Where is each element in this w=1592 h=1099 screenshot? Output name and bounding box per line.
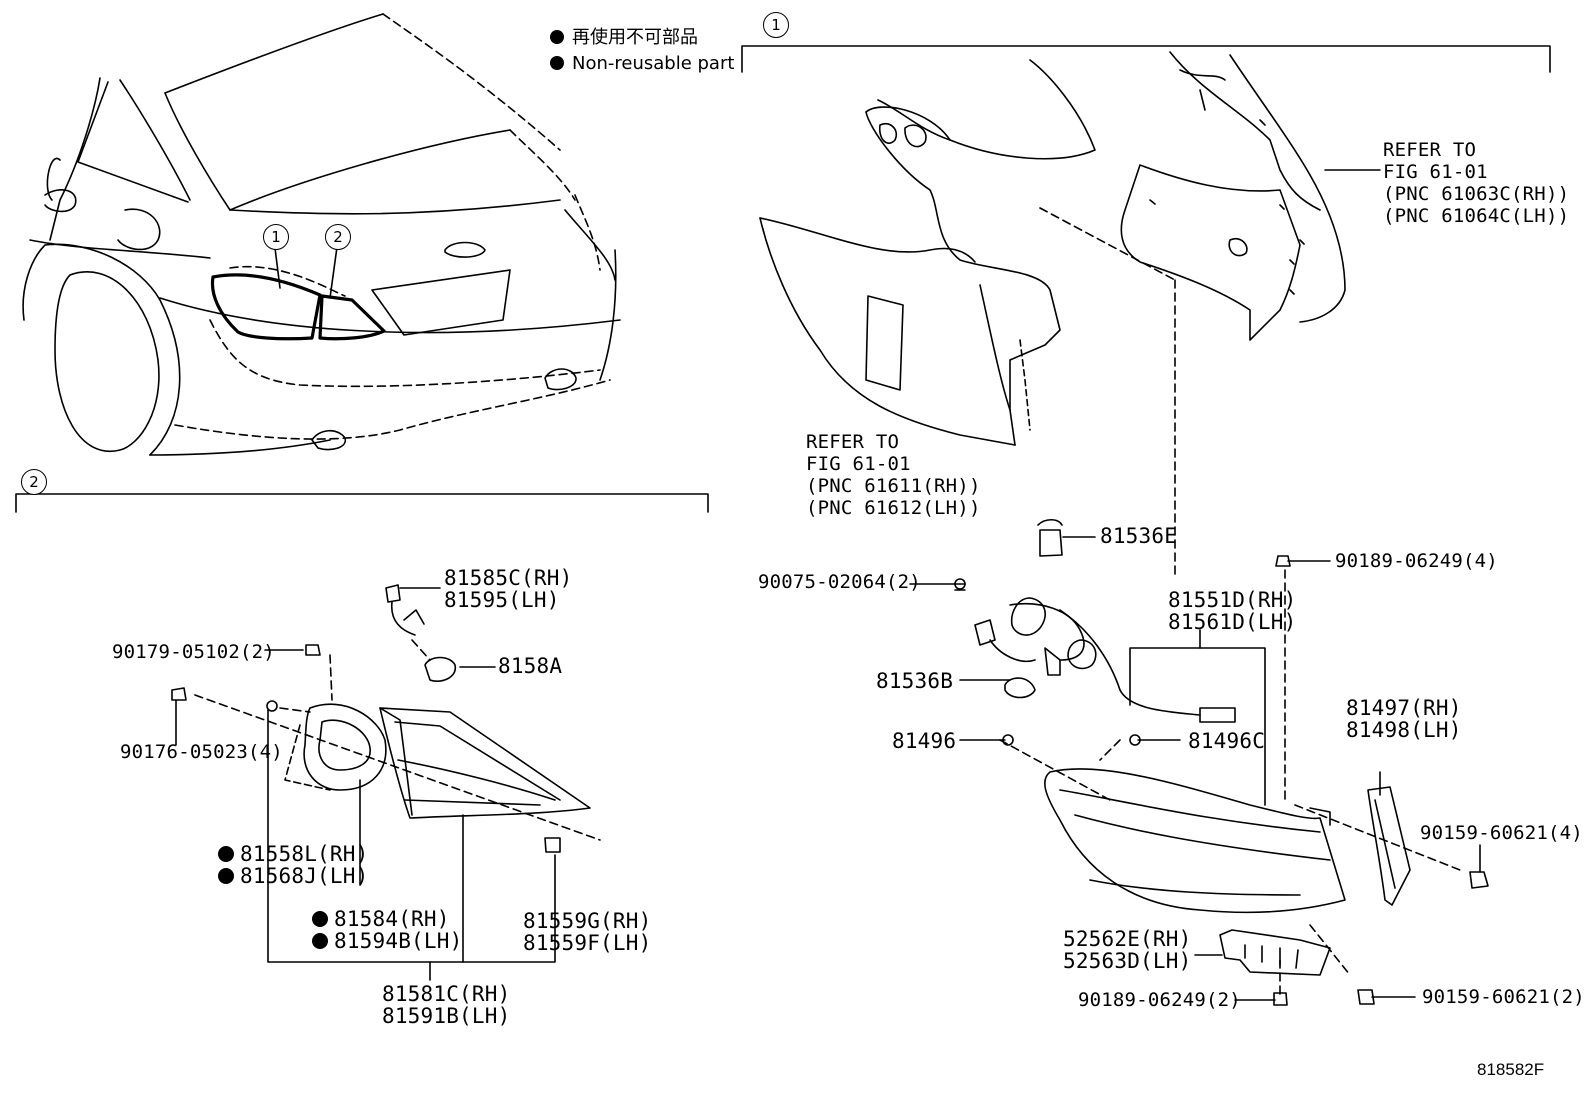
part-90075-02064: 90075-02064(2) — [758, 571, 921, 593]
callout-1-car: 1 — [263, 224, 289, 250]
part-81497-rh: 81497(RH) — [1346, 696, 1462, 720]
legend-jp: 再使用不可部品 — [550, 26, 698, 50]
callout-1-section: 1 — [763, 12, 789, 38]
part-52562E-rh: 52562E(RH) — [1063, 927, 1192, 951]
refer-lower-l1: REFER TO — [806, 431, 900, 453]
lamp-bracket — [1219, 929, 1331, 976]
refer-lower-l2: FIG 61-01 — [806, 453, 911, 475]
part-81558L-rh: 81558L(RH) — [218, 843, 368, 866]
legend-en-text: Non-reusable part — [572, 53, 735, 74]
part-8158A: 8158A — [498, 654, 563, 678]
part-81581C-rh: 81581C(RH) — [382, 982, 511, 1006]
part-90176-05023: 90176-05023(4) — [120, 741, 283, 763]
part-90159-60621-2: 90159-60621(2) — [1422, 986, 1585, 1008]
part-81559G-rh: 81559G(RH) — [523, 909, 652, 933]
part-81559F-lh: 81559F(LH) — [523, 931, 652, 955]
non-reusable-bullet-icon — [312, 911, 328, 927]
refer-lower-l4: (PNC 61612(LH)) — [806, 497, 981, 519]
part-81584-text: 81584(RH) — [334, 907, 450, 931]
refer-upper-l3: (PNC 61063C(RH)) — [1383, 183, 1570, 205]
car-rear-illustration — [22, 13, 621, 456]
refer-lower-l3: (PNC 61611(RH)) — [806, 475, 981, 497]
part-81568J-lh: 81568J(LH) — [218, 865, 368, 888]
part-81498-lh: 81498(LH) — [1346, 718, 1462, 742]
callout-2-section: 2 — [21, 469, 47, 495]
refer-upper-l2: FIG 61-01 — [1383, 161, 1488, 183]
part-81561D-lh: 81561D(LH) — [1168, 610, 1297, 634]
quarter-panel-outer — [1120, 51, 1346, 341]
non-reusable-bullet-icon — [218, 846, 234, 862]
part-81585C-rh: 81585C(RH) — [444, 566, 573, 590]
part-90179-05102: 90179-05102(2) — [112, 641, 275, 663]
part-81551D-rh: 81551D(RH) — [1168, 588, 1297, 612]
inner-lamp-assembly — [379, 707, 591, 819]
part-81594B-lh: 81594B(LH) — [312, 930, 462, 953]
legend-jp-text: 再使用不可部品 — [572, 27, 698, 48]
part-81568J-text: 81568J(LH) — [240, 864, 369, 888]
part-81536E: 81536E — [1100, 524, 1178, 548]
quarter-panel-inner — [759, 59, 1096, 446]
callout-2-car: 2 — [325, 224, 351, 250]
legend-en: Non-reusable part — [550, 52, 734, 76]
part-81558L-text: 81558L(RH) — [240, 842, 369, 866]
part-81591B-lh: 81591B(LH) — [382, 1004, 511, 1028]
rear-combination-lamp-outer — [1044, 768, 1346, 914]
lamp-wiring-harness — [974, 518, 1236, 723]
part-81594B-text: 81594B(LH) — [334, 929, 463, 953]
section-1-bracket — [741, 45, 1551, 73]
part-81536B: 81536B — [876, 669, 954, 693]
refer-upper-l4: (PNC 61064C(LH)) — [1383, 205, 1570, 227]
part-81584-rh: 81584(RH) — [312, 908, 450, 931]
non-reusable-bullet-icon — [218, 868, 234, 884]
part-90159-60621-4: 90159-60621(4) — [1420, 822, 1583, 844]
part-90189-06249-2: 90189-06249(2) — [1078, 989, 1241, 1011]
figure-code: 818582F — [1477, 1060, 1545, 1079]
refer-upper-l1: REFER TO — [1383, 139, 1477, 161]
bullet-icon — [550, 56, 564, 70]
lamp-gasket-inner — [284, 703, 387, 791]
part-81496: 81496 — [892, 729, 957, 753]
non-reusable-bullet-icon — [312, 933, 328, 949]
section-2-bracket — [15, 493, 709, 513]
lamp-gasket — [1367, 786, 1411, 906]
part-52563D-lh: 52563D(LH) — [1063, 949, 1192, 973]
bulb-socket-harness — [385, 584, 456, 682]
part-90189-06249-4: 90189-06249(4) — [1335, 550, 1498, 572]
bullet-icon — [550, 30, 564, 44]
part-81595-lh: 81595(LH) — [444, 588, 560, 612]
part-81496C: 81496C — [1188, 729, 1266, 753]
